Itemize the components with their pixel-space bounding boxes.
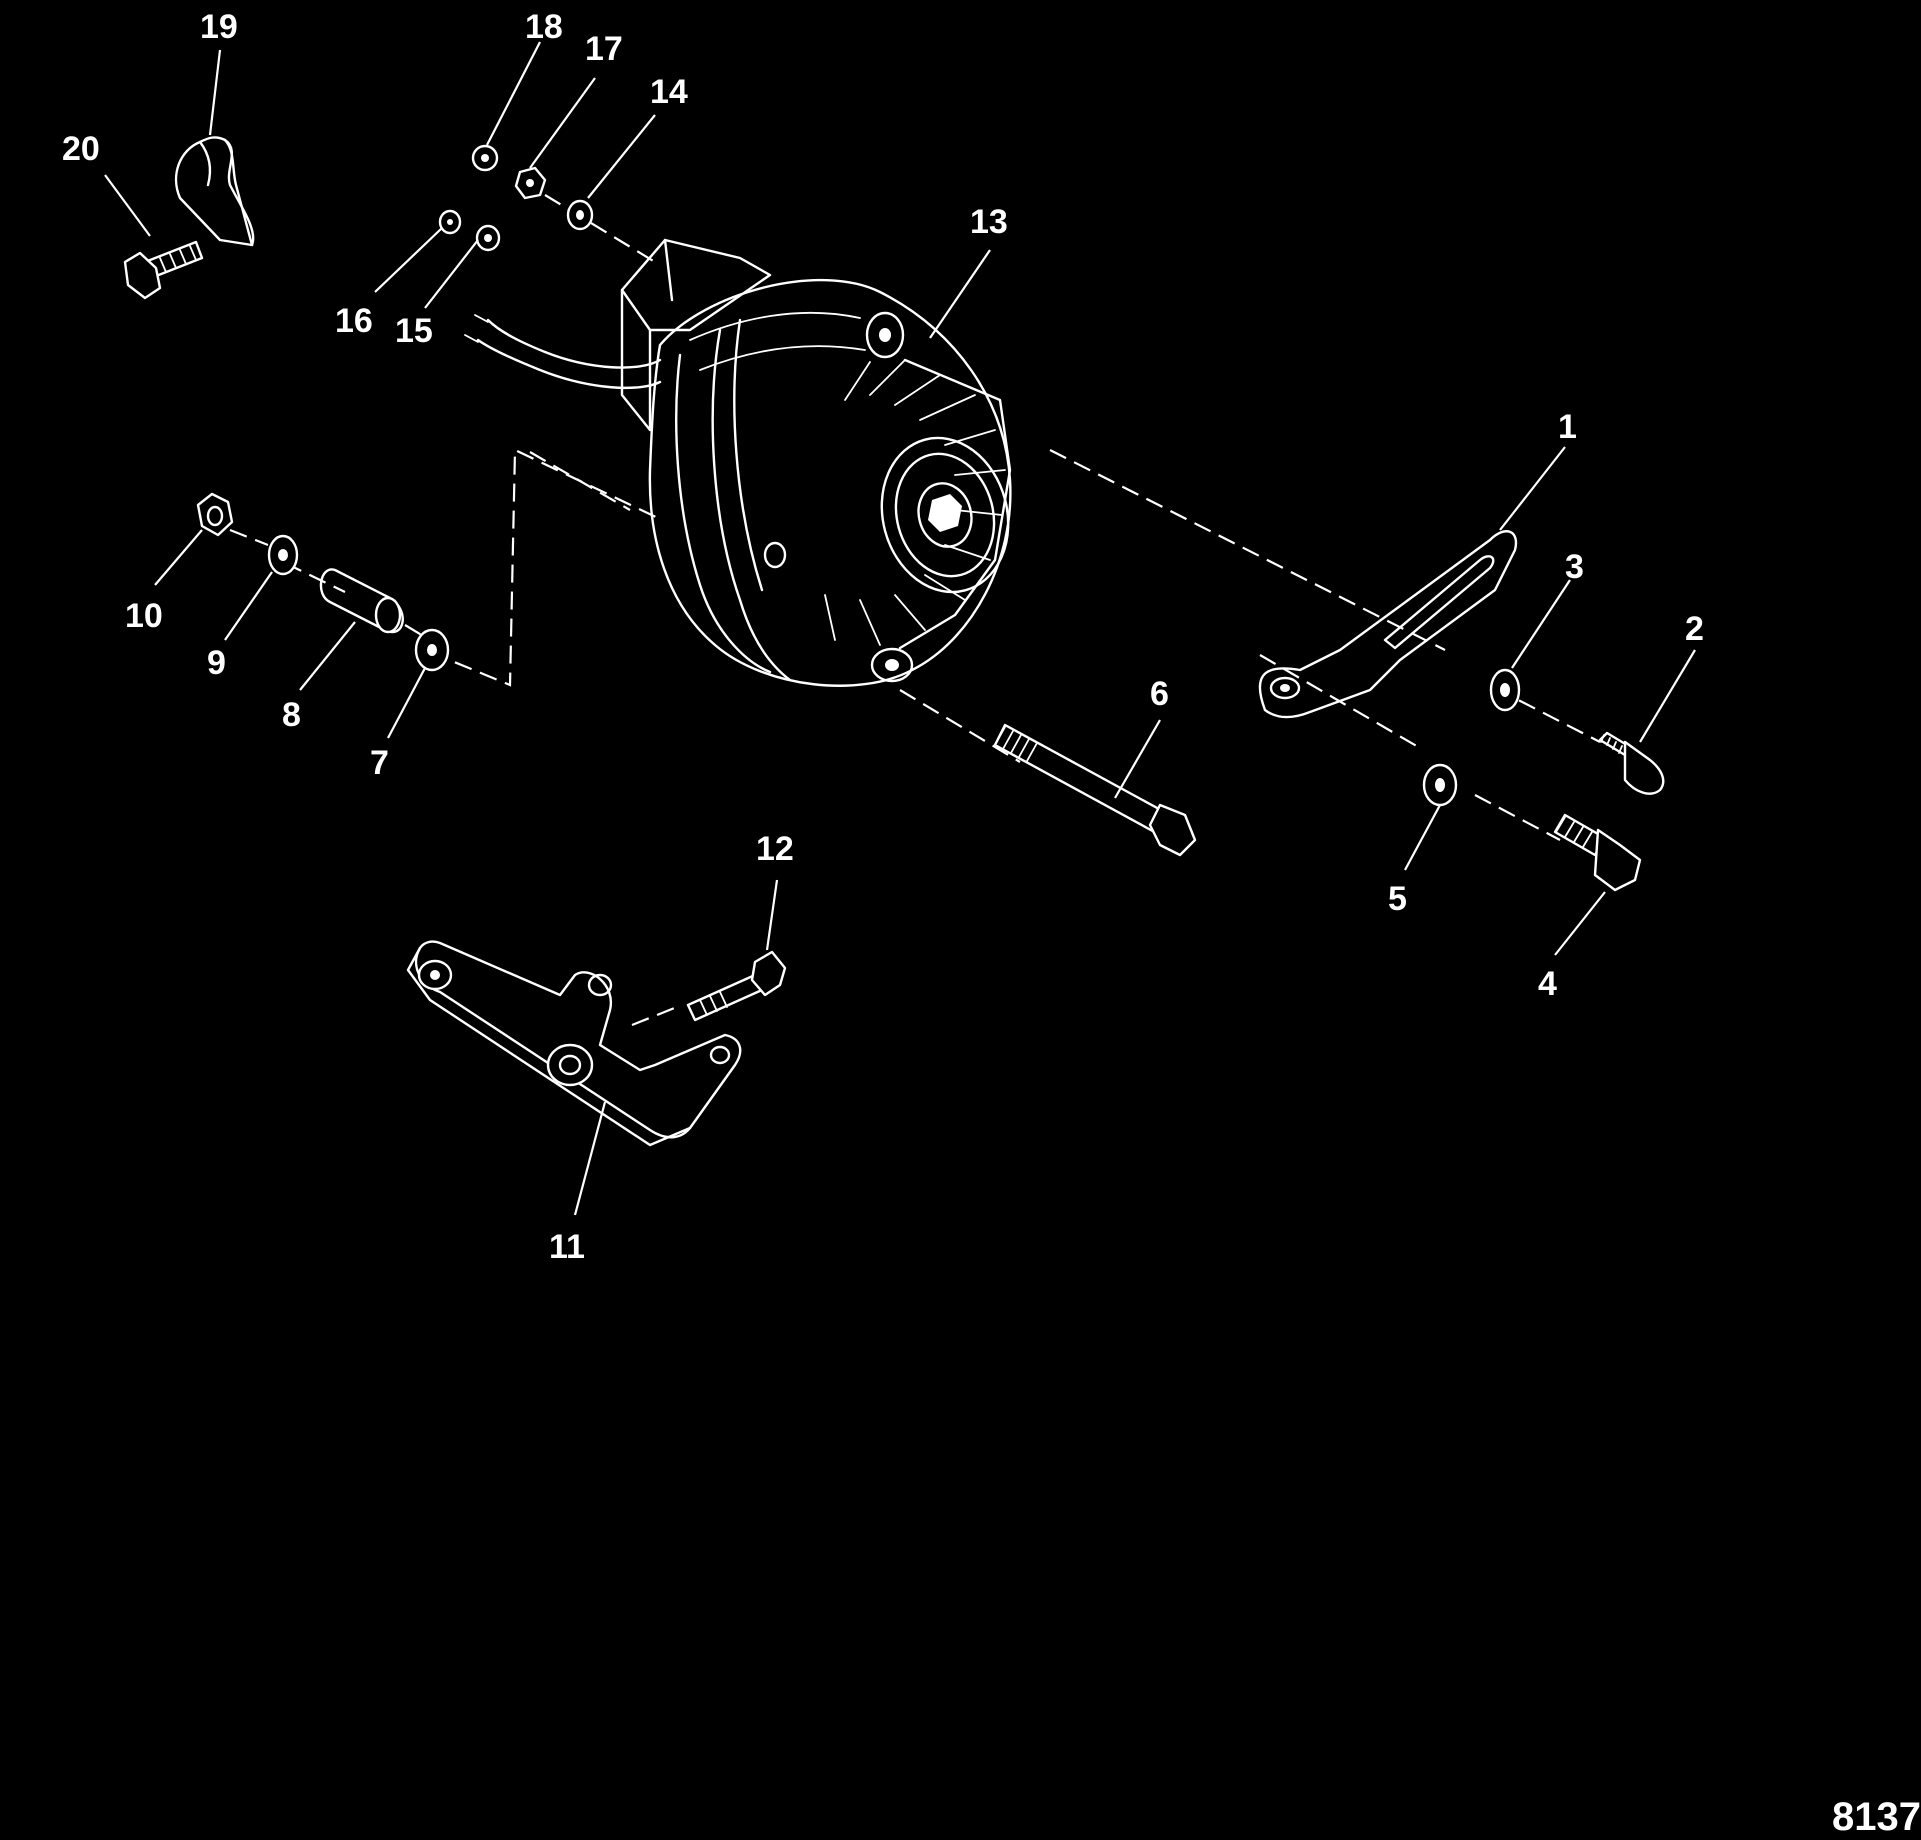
callout-16: 16 <box>335 302 373 340</box>
callout-6: 6 <box>1150 675 1169 713</box>
nut-part-17 <box>514 166 547 200</box>
assembly-lines <box>229 194 1601 1027</box>
nut-part-16 <box>438 209 462 235</box>
callout-19: 19 <box>200 8 238 46</box>
washer-part-9 <box>267 534 299 576</box>
washer-part-5 <box>1422 763 1458 807</box>
alternator-part-13 <box>464 238 1012 687</box>
callout-4: 4 <box>1538 965 1557 1003</box>
callout-8: 8 <box>282 696 301 734</box>
bolt-part-4 <box>1553 813 1642 892</box>
bolt-part-6 <box>993 723 1197 857</box>
callout-1: 1 <box>1558 408 1577 446</box>
spacer-part-8 <box>319 568 404 634</box>
screw-part-20 <box>123 240 204 300</box>
nut-part-10 <box>196 492 234 537</box>
callout-12: 12 <box>756 830 794 868</box>
nut-part-18 <box>471 144 499 172</box>
callout-2: 2 <box>1685 610 1704 648</box>
callout-13: 13 <box>970 203 1008 241</box>
adjusting-brace-part-1 <box>1258 530 1518 719</box>
screw-part-2 <box>1598 731 1665 795</box>
callout-18: 18 <box>525 8 563 46</box>
nut-part-15 <box>475 224 501 252</box>
washer-part-3 <box>1489 668 1521 712</box>
screw-part-12 <box>686 950 787 1022</box>
washer-part-14 <box>566 199 594 231</box>
callout-11: 11 <box>549 1228 585 1266</box>
callout-10: 10 <box>125 597 163 635</box>
callout-20: 20 <box>62 130 100 168</box>
callout-14: 14 <box>650 73 688 111</box>
callout-5: 5 <box>1388 880 1407 918</box>
callout-15: 15 <box>395 312 433 350</box>
leader-lines <box>104 41 1696 1216</box>
callout-3: 3 <box>1565 548 1584 586</box>
figure-number: 8137 <box>1832 1795 1921 1839</box>
clamp-part-19 <box>174 136 255 247</box>
callout-17: 17 <box>585 30 623 68</box>
washer-part-7 <box>414 628 450 672</box>
callout-9: 9 <box>207 644 226 682</box>
callout-numbers: 1 2 3 4 5 6 7 8 9 10 11 12 13 14 15 16 1… <box>62 8 1704 1266</box>
bracket-part-11 <box>406 940 742 1147</box>
callout-7: 7 <box>370 744 389 782</box>
